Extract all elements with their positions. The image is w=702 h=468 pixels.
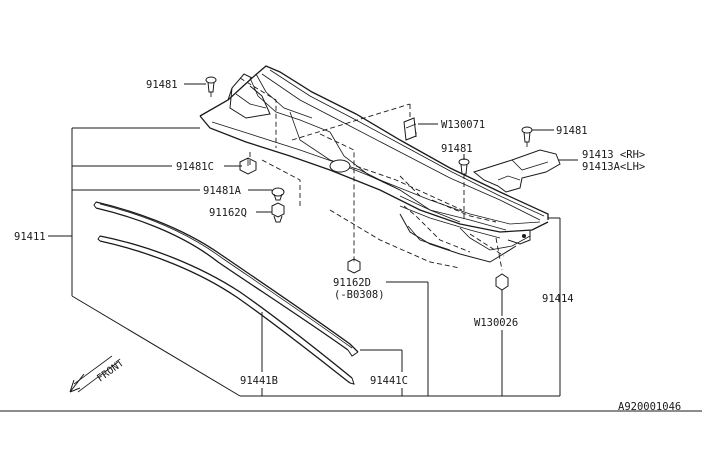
label-91481A: 91481A xyxy=(203,185,242,197)
label-W130026: W130026 xyxy=(474,317,518,329)
front-arrow-icon: FRONT xyxy=(69,355,126,393)
bracket-91413 xyxy=(472,149,561,193)
label-91413: 91413 <RH> xyxy=(582,149,645,161)
label-91162D: 91162D xyxy=(333,277,371,289)
clip-W130071 xyxy=(403,117,417,141)
label-91441B: 91441B xyxy=(240,375,278,387)
clip-91481-mid xyxy=(458,158,470,175)
nut-91162Q xyxy=(271,202,285,223)
label-91481-top: 91481 xyxy=(146,79,178,91)
label-91481-right: 91481 xyxy=(556,125,588,137)
label-91441C: 91441C xyxy=(370,375,408,387)
seal-strip-lower xyxy=(97,235,355,385)
front-marker: FRONT xyxy=(95,358,126,385)
clip-91481-top xyxy=(205,76,217,93)
label-W130071: W130071 xyxy=(441,119,485,131)
label-91411: 91411 xyxy=(14,231,46,243)
label-91481C: 91481C xyxy=(176,161,214,173)
clip-91481-right xyxy=(521,126,533,143)
label-91414: 91414 xyxy=(542,293,574,305)
leader-lines xyxy=(48,83,578,397)
drain-channel xyxy=(399,213,517,263)
label-91413A: 91413A<LH> xyxy=(582,161,645,173)
clip-W130026 xyxy=(495,273,509,291)
grommet-91481A xyxy=(271,187,285,201)
clip-91481C xyxy=(239,157,257,175)
part-labels: 91481 91481C 91481A 91162Q 91411 91441B … xyxy=(14,79,681,413)
figure-code: A920001046 xyxy=(618,401,681,413)
label-91162D-note: (-B0308) xyxy=(334,289,385,301)
seal-strip-upper xyxy=(93,201,359,357)
label-91481-mid: 91481 xyxy=(441,143,473,155)
reference-lines xyxy=(210,77,528,271)
label-91162Q: 91162Q xyxy=(209,207,247,219)
